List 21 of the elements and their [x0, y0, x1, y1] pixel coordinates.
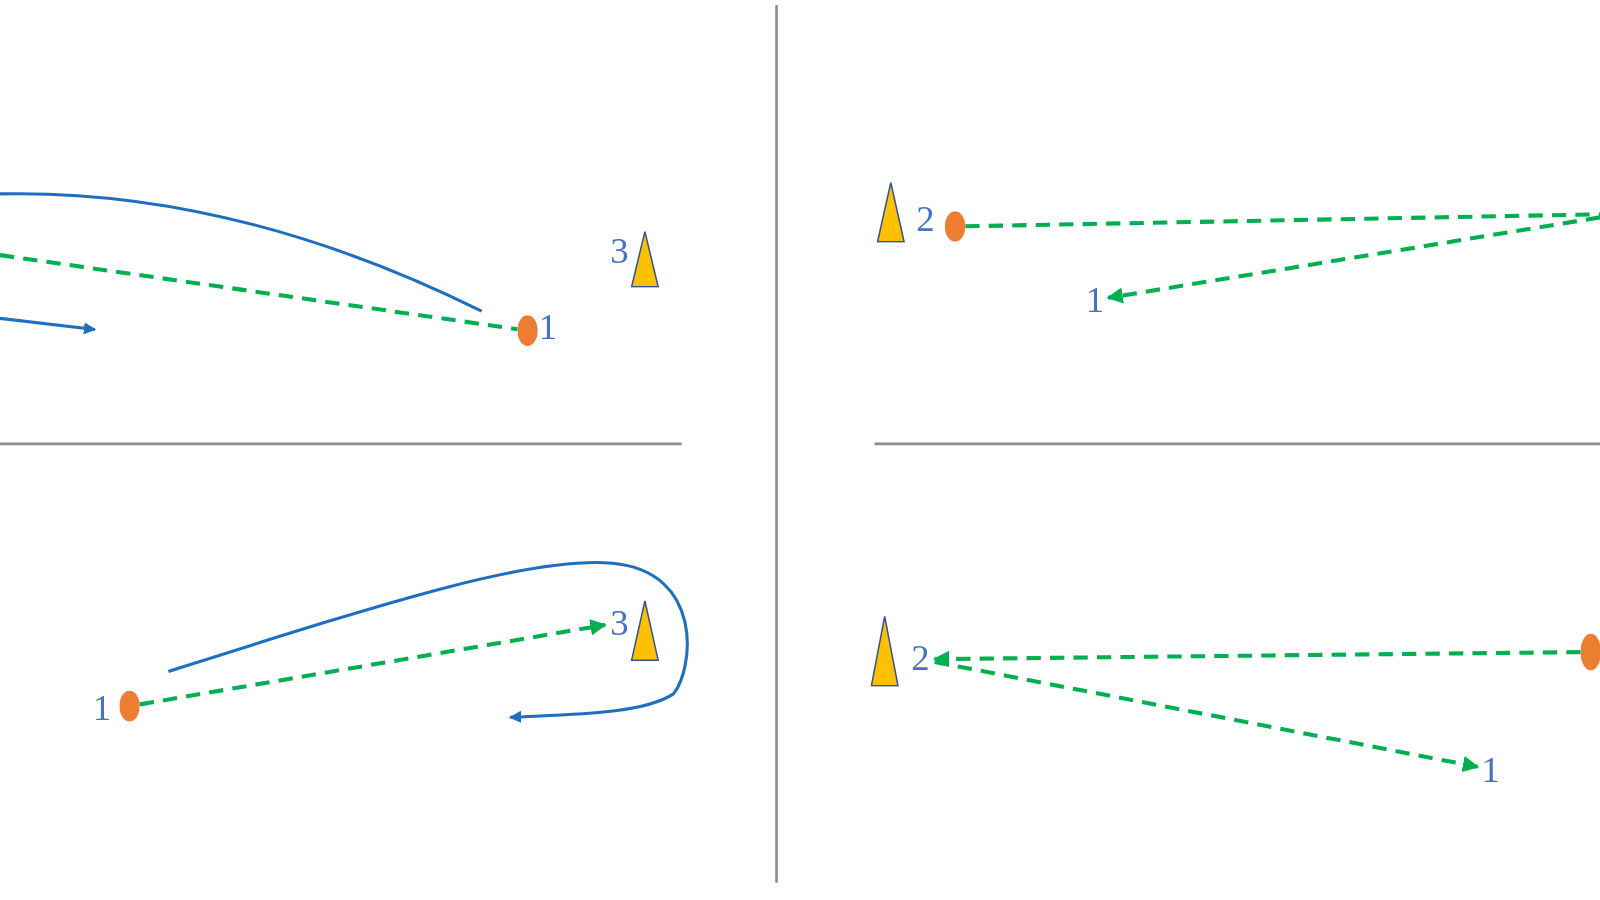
number-label: 1: [1084, 279, 1106, 321]
cone-icon: [870, 615, 899, 687]
number-label: 2: [914, 197, 937, 239]
pass-arrow: [1106, 215, 1600, 304]
number-label: 3: [608, 602, 631, 643]
pass-line: [0, 253, 518, 332]
pass-arrow: [934, 659, 1480, 773]
number-label: 1: [538, 306, 558, 345]
cone-icon: [630, 600, 660, 662]
number-label: 2: [909, 637, 932, 681]
cone-icon: [876, 181, 906, 243]
pass-line: [965, 212, 1600, 229]
pass-arrow: [139, 619, 607, 707]
player-dot: [517, 315, 538, 346]
number-label: 3: [608, 230, 631, 272]
pass-arrow: [933, 650, 1581, 668]
number-label: 1: [91, 687, 113, 729]
player-dot: [119, 690, 140, 722]
player-dot: [944, 211, 966, 242]
cone-icon: [630, 230, 660, 288]
number-label: 1: [1480, 748, 1501, 790]
